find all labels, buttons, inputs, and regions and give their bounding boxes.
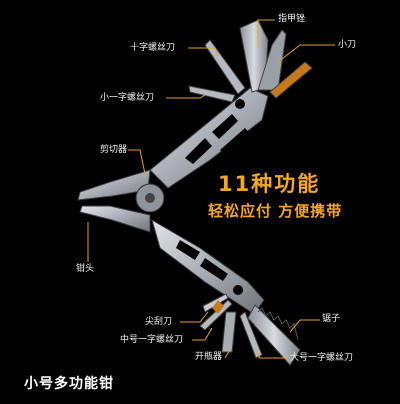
label-saw: 锯子 <box>322 314 341 324</box>
phillips-driver <box>204 39 246 95</box>
bottle-opener <box>221 311 237 353</box>
label-phillips: 十字螺丝刀 <box>130 43 176 53</box>
leader-lines <box>87 19 335 359</box>
label-medium-flat: 中号一字螺丝刀 <box>120 335 184 345</box>
label-large-flat: 大号一字螺丝刀 <box>290 353 354 363</box>
headline-tagline: 轻松应付 方便携带 <box>208 202 343 220</box>
large-flat-driver <box>239 311 263 359</box>
upper-handle <box>149 87 269 189</box>
small-flat-driver <box>188 85 236 103</box>
upper-tools <box>188 19 313 103</box>
lower-handle <box>151 218 265 315</box>
label-small-flat: 小一字螺丝刀 <box>100 93 155 103</box>
label-pliers: 钳头 <box>76 264 95 274</box>
lower-tools <box>199 293 301 366</box>
medium-flat-driver <box>199 299 233 331</box>
plier-jaws <box>77 169 165 233</box>
label-knife: 小刀 <box>338 40 357 50</box>
orange-accent <box>212 300 224 314</box>
label-nail-file: 指甲锉 <box>278 14 306 24</box>
headline-functions: 11种功能 <box>218 172 321 196</box>
label-wire-cutter: 剪切器 <box>100 145 128 155</box>
product-title: 小号多功能钳 <box>24 376 114 392</box>
label-bottle-opener: 开瓶器 <box>195 352 223 362</box>
orange-tool <box>269 61 313 99</box>
label-awl: 尖刮刀 <box>145 317 173 327</box>
saw-blade <box>247 304 301 366</box>
